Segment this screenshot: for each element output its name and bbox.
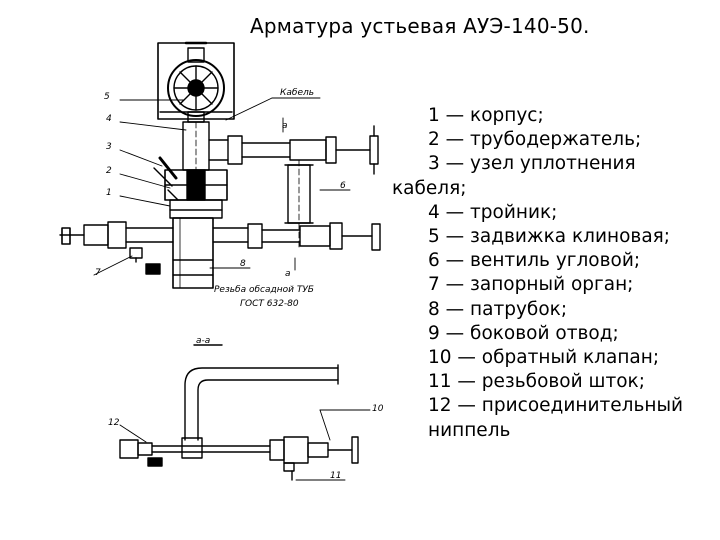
legend-list: 1 — корпус; 2 — трубодержатель; 3 — узел… — [392, 104, 712, 443]
legend-item: 3 — узел уплотнения — [428, 153, 636, 175]
legend-item: 11 — резьбовой шток; — [428, 371, 645, 393]
leader-lines — [93, 97, 351, 276]
legend-item: 4 — тройник; — [428, 201, 558, 223]
legend-item: 12 — присоединительный — [428, 395, 684, 417]
label-1: 1 — [106, 188, 112, 198]
main-body — [164, 121, 228, 289]
label-section: а-а — [196, 336, 210, 346]
label-cable: Кабель — [280, 88, 314, 98]
label-5: 5 — [104, 92, 110, 102]
label-3: 3 — [106, 142, 112, 152]
label-gost: ГОСТ 632-80 — [240, 299, 299, 309]
angle-valve-column — [284, 159, 314, 251]
label-4: 4 — [106, 114, 112, 124]
legend-item: 6 — вентиль угловой; — [428, 250, 641, 272]
label-thread: Резьба обсадной ТУБ — [214, 285, 314, 295]
lower-branch — [59, 221, 381, 251]
label-10: 10 — [372, 404, 384, 414]
legend-item: 5 — задвижка клиновая; — [428, 226, 671, 248]
upper-branch — [208, 125, 379, 175]
legend-item: 2 — трубодержатель; — [428, 129, 642, 151]
legend-item: кабеля; — [392, 177, 467, 199]
page-title: Арматура устьевая АУЭ‑140‑50. — [250, 14, 590, 38]
label-8: 8 — [240, 259, 246, 269]
legend-item: 10 — обратный клапан; — [428, 347, 660, 369]
label-7: 7 — [95, 268, 101, 278]
label-9: 9 — [150, 263, 156, 273]
label-a-bottom: а — [285, 269, 291, 279]
label-12: 12 — [108, 418, 120, 428]
cable-gland — [153, 156, 179, 201]
legend-item: 8 — патрубок; — [428, 298, 568, 320]
legend-item: 1 — корпус; — [428, 105, 544, 126]
handwheel — [157, 41, 235, 123]
legend-item: 9 — боковой отвод; — [428, 322, 619, 344]
legend-item: ниппель — [428, 419, 511, 441]
label-a-top: а — [282, 121, 288, 131]
shutoff-valve — [129, 247, 161, 275]
label-6: 6 — [340, 181, 346, 191]
section-view — [119, 344, 371, 481]
legend-item: 7 — запорный орган; — [428, 274, 634, 296]
label-2: 2 — [106, 166, 112, 176]
label-11: 11 — [330, 471, 341, 481]
